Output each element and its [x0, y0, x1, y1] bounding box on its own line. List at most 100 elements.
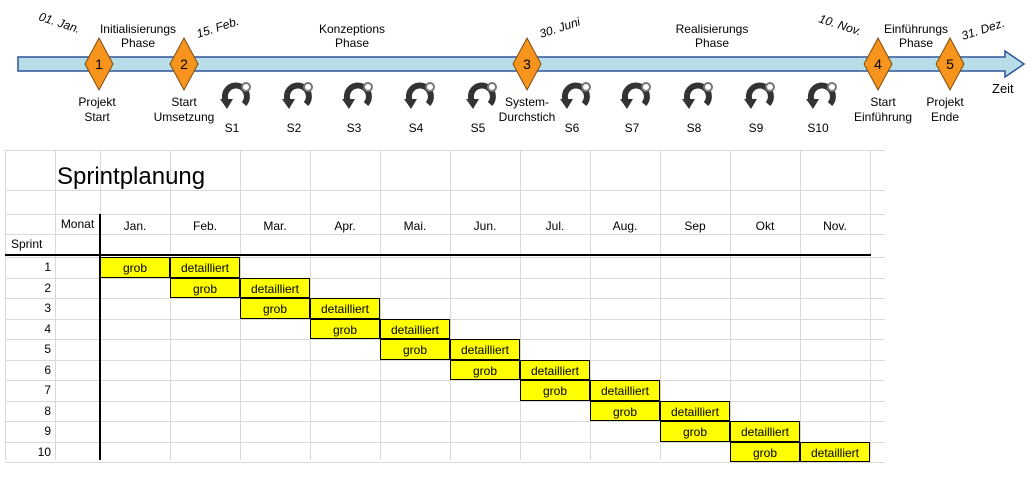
month-column-header: Okt	[755, 219, 775, 233]
grid-line	[5, 462, 885, 463]
date-label: 15. Feb.	[195, 14, 241, 41]
grid-line	[170, 150, 171, 460]
sprint-row-number: 10	[37, 444, 51, 459]
grid-line	[800, 150, 801, 460]
sprint-label: S7	[625, 121, 640, 135]
sprint-row-number: 1	[44, 260, 51, 274]
sprint-cycle-icon	[466, 82, 497, 109]
grid-line	[520, 150, 521, 460]
rough-cell: grob	[240, 298, 310, 319]
phase-label: Phase	[695, 36, 729, 50]
sprint-label: S3	[347, 121, 362, 135]
project-timeline: Zeit 01. Jan. 15. Feb. 30. Juni 10. Nov.…	[17, 10, 1026, 135]
grid-line	[5, 400, 885, 402]
date-label: 31. Dez.	[960, 16, 1007, 43]
sprint-label: S4	[409, 121, 424, 135]
detailed-cell: detailliert	[380, 318, 450, 339]
milestone-number: 4	[874, 56, 882, 72]
rough-cell: grob	[380, 339, 450, 360]
milestone-label: Projekt	[926, 95, 964, 109]
phase-label: Konzeptions	[319, 22, 385, 36]
phase-label: Realisierungs	[676, 22, 749, 36]
month-column-header: Jun.	[473, 219, 497, 233]
milestone-number: 5	[946, 56, 954, 72]
milestone-label: Ende	[931, 110, 959, 124]
sprint-row-number: 6	[44, 362, 51, 377]
sheet-title: Sprintplanung	[57, 163, 206, 190]
sprint-column-border	[99, 214, 101, 460]
month-column-header: Jul.	[545, 219, 565, 233]
sprint-cycle-icon	[744, 82, 775, 109]
date-label: 10. Nov.	[817, 12, 863, 39]
grid-line	[660, 150, 661, 460]
phase-label: Phase	[899, 36, 933, 50]
grid-line	[5, 150, 885, 151]
sprint-row-number: 9	[44, 424, 51, 438]
sprint-label: S9	[749, 121, 764, 135]
rough-cell: grob	[100, 257, 170, 278]
sprint-cycle-icon	[282, 82, 313, 109]
grid-line	[55, 150, 56, 460]
grid-line	[5, 214, 885, 215]
grid-line	[5, 380, 885, 381]
milestone-label: Umsetzung	[154, 110, 215, 124]
sprint-row-number: 8	[44, 403, 51, 418]
milestone-number: 3	[523, 56, 531, 72]
grid-line	[380, 150, 381, 460]
rough-cell: grob	[520, 380, 590, 401]
sprint-row-number: 3	[44, 301, 51, 315]
sprint-row-number: 4	[44, 321, 51, 336]
header-border	[5, 254, 871, 256]
sprint-label: S10	[807, 121, 829, 135]
grid-line	[730, 150, 731, 460]
sprint-label: S5	[471, 121, 486, 135]
grid-line	[5, 441, 885, 443]
grid-line	[5, 190, 885, 191]
detailed-cell: detailliert	[590, 380, 660, 401]
milestone-label: System-	[505, 95, 549, 109]
rough-cell: grob	[590, 400, 660, 421]
detailed-cell: detailliert	[450, 339, 520, 360]
sprint-label: S1	[225, 121, 240, 135]
milestone-label: Einführung	[854, 110, 912, 124]
sprint-header: Sprint	[11, 237, 43, 251]
sprint-label: S2	[287, 121, 302, 135]
grid-line	[5, 421, 885, 422]
grid-line	[590, 150, 591, 460]
detailed-cell: detailliert	[310, 298, 380, 319]
sprint-cycle-icon	[220, 82, 251, 109]
sprint-row-number: 5	[44, 342, 51, 356]
detailed-cell: detailliert	[170, 257, 240, 278]
sprint-cycle-icon	[620, 82, 651, 109]
milestone-number: 1	[95, 56, 103, 72]
detailed-cell: detailliert	[660, 400, 730, 421]
sprint-row-number: 2	[44, 280, 51, 295]
milestone-label: Start	[171, 95, 197, 109]
milestone-4: 4 Start Einführung	[854, 36, 912, 124]
phase-label: Einführungs	[884, 22, 948, 36]
milestone-3: 3 System- Durchstich	[499, 36, 556, 124]
sprint-cycle-icon	[682, 82, 713, 109]
month-column-header: Jan.	[123, 219, 147, 233]
sprint-cycle-icon	[560, 82, 591, 109]
milestone-label: Durchstich	[499, 110, 556, 124]
milestone-number: 2	[180, 56, 188, 72]
sprint-label: S8	[687, 121, 702, 135]
detailed-cell: detailliert	[520, 359, 590, 380]
month-header: Monat	[60, 217, 95, 231]
grid-line	[5, 150, 6, 460]
rough-cell: grob	[660, 421, 730, 442]
milestone-5: 5 Projekt Ende	[926, 36, 965, 124]
sprint-row-number: 7	[44, 383, 51, 397]
month-column-header: Apr.	[334, 219, 356, 233]
month-column-header: Feb.	[192, 219, 217, 233]
grid-line	[5, 257, 885, 258]
rough-cell: grob	[170, 277, 240, 298]
sprint-cycle-icon	[806, 82, 837, 109]
phase-label: Phase	[121, 36, 155, 50]
milestone-2: 2 Start Umsetzung	[154, 36, 215, 124]
detailed-cell: detailliert	[240, 277, 310, 298]
sprint-cycle-icon	[342, 82, 373, 109]
month-column-header: Mar.	[263, 219, 287, 233]
date-label: 30. Juni	[538, 14, 583, 40]
